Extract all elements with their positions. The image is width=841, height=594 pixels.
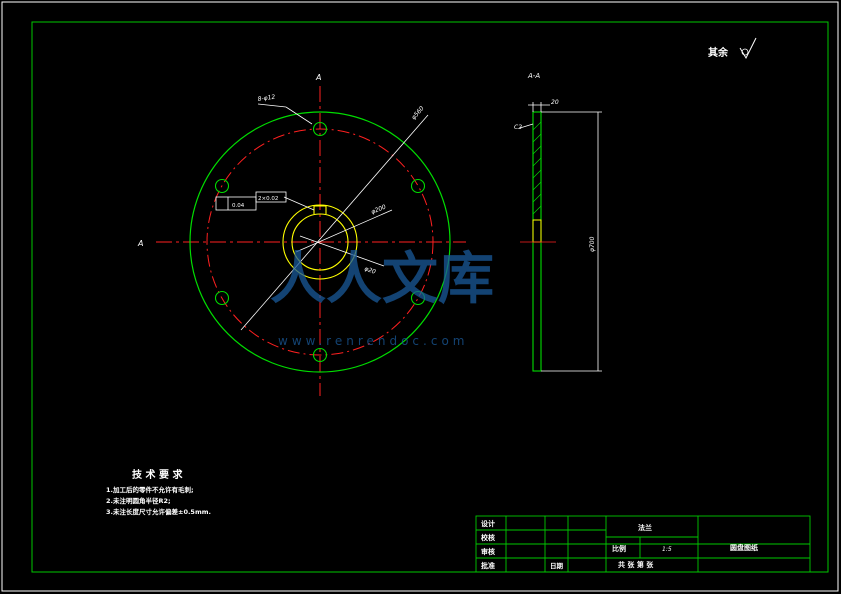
tb-row-label: 设计 xyxy=(481,519,495,528)
tolerance-text-1: 0.04 xyxy=(232,203,245,209)
section-hatch xyxy=(532,121,542,215)
bolt-hole xyxy=(214,178,230,194)
pitch-dim-text: φ560 xyxy=(410,105,426,121)
outer-disk-circle xyxy=(189,111,451,373)
tb-row-label: 批准 xyxy=(481,561,495,570)
tolerance-text-2: 2×0.02 xyxy=(258,196,278,202)
tech-req-title: 技 术 要 求 xyxy=(132,468,183,481)
drawing-frame xyxy=(31,21,829,573)
roughness-circle-icon xyxy=(741,48,749,56)
roughness-symbol-icon xyxy=(739,37,757,60)
tb-part-name: 法兰 xyxy=(638,523,652,532)
tech-requirements: 技 术 要 求 1.加工后的零件不允许有毛刺; 2.未注明圆角半径R2; 3.未… xyxy=(106,468,211,516)
key-dim-line xyxy=(299,235,385,267)
tb-extra-label: 日期 xyxy=(550,561,564,570)
tolerance-frame-1 xyxy=(215,196,257,211)
bolt-hole xyxy=(312,121,328,137)
watermark: 人人文库 www.renrendoc.com xyxy=(270,247,494,348)
section-mark-left: A xyxy=(137,239,143,248)
title-block xyxy=(475,515,811,573)
watermark-text: 人人文库 xyxy=(270,247,494,312)
bolt-hole xyxy=(410,178,426,194)
tb-sheet-info: 共 张 第 张 xyxy=(618,560,654,569)
bolt-pitch-circle xyxy=(206,128,434,356)
key-dim-text: φ20 xyxy=(363,265,376,276)
tech-req-item: 3.未注长度尺寸允许偏差±0.5mm. xyxy=(106,507,211,516)
bolt-holes xyxy=(214,121,426,363)
surface-finish-note: 其余 xyxy=(708,37,757,60)
tb-row-label: 校核 xyxy=(481,533,495,542)
hole-dim-leader-ext xyxy=(257,103,287,108)
bore-dim-text: φ200 xyxy=(370,204,387,216)
tech-req-item: 2.未注明圆角半径R2; xyxy=(106,496,171,505)
chamfer-leader xyxy=(519,123,534,129)
tech-req-item: 1.加工后的零件不允许有毛刺; xyxy=(106,485,194,494)
tb-row-label: 审核 xyxy=(481,547,495,556)
bolt-hole xyxy=(410,290,426,306)
chamfer-text: C2 xyxy=(514,124,522,131)
hole-dim-text: 8-φ12 xyxy=(257,94,276,103)
bolt-hole xyxy=(214,290,230,306)
title-block-text: 设计 校核 审核 批准 日期 法兰 比例 1:5 共 张 第 张 圆盘图纸 xyxy=(481,519,758,570)
section-mark-top: A xyxy=(315,73,321,82)
tol-leader xyxy=(283,196,315,211)
finish-note-text: 其余 xyxy=(708,46,729,59)
pitch-dim-line xyxy=(240,114,429,331)
height-text: φ700 xyxy=(589,236,596,252)
bolt-hole xyxy=(312,347,328,363)
bore-circle xyxy=(291,213,349,271)
thickness-text: 20 xyxy=(551,99,559,106)
tb-scale-value: 1:5 xyxy=(662,546,672,553)
tb-scale-label: 比例 xyxy=(612,544,626,553)
section-hub xyxy=(532,219,542,243)
section-title: A-A xyxy=(527,72,540,80)
tolerance-frame-2 xyxy=(255,191,287,203)
hub-circle xyxy=(282,204,358,280)
bore-dim-line xyxy=(295,209,393,253)
section-view: A-A 20 C2 φ700 xyxy=(514,72,602,372)
tb-drawing-name: 圆盘图纸 xyxy=(730,543,758,552)
watermark-url: www.renrendoc.com xyxy=(278,334,468,348)
hole-dim-leader xyxy=(285,106,313,125)
